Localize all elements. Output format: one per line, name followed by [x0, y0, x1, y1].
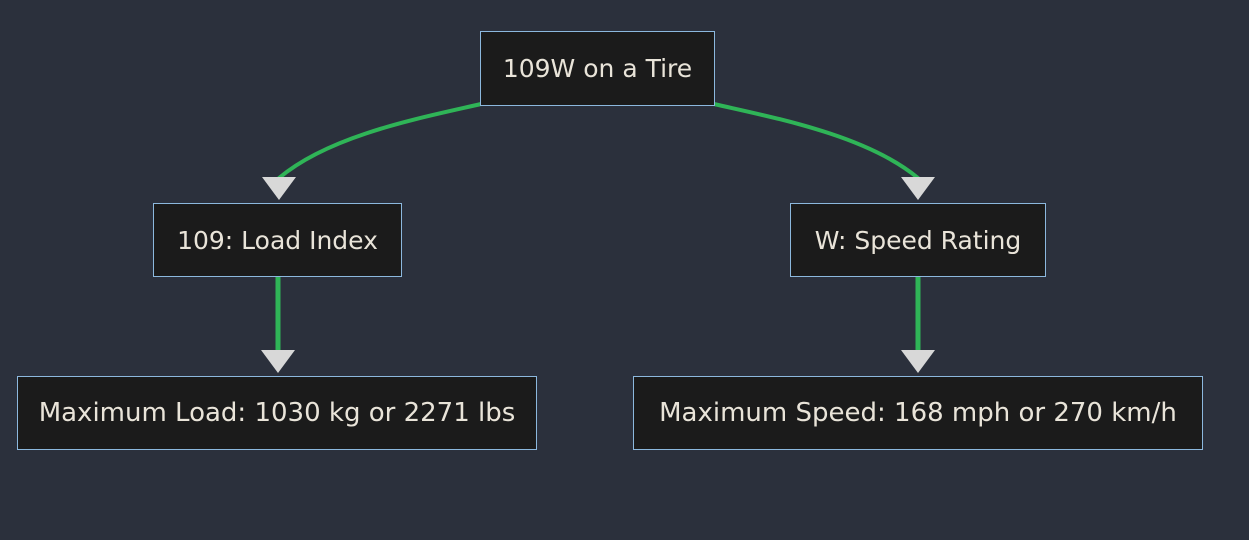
node-load-index[interactable]: 109: Load Index	[153, 203, 402, 277]
node-load-index-label: 109: Load Index	[177, 225, 378, 255]
node-root-label: 109W on a Tire	[502, 54, 693, 83]
arrowhead-max-speed	[901, 350, 935, 373]
edge-root-to-load-index	[277, 102, 483, 180]
node-max-speed[interactable]: Maximum Speed: 168 mph or 270 km/h	[633, 376, 1203, 450]
node-max-speed-label: Maximum Speed: 168 mph or 270 km/h	[659, 398, 1177, 428]
node-speed-rating-label: W: Speed Rating	[814, 225, 1022, 255]
node-speed-rating[interactable]: W: Speed Rating	[790, 203, 1046, 277]
arrowhead-max-load	[261, 350, 295, 373]
node-max-load[interactable]: Maximum Load: 1030 kg or 2271 lbs	[17, 376, 537, 450]
edge-root-to-speed-rating	[712, 102, 920, 180]
node-root[interactable]: 109W on a Tire	[480, 31, 715, 106]
arrowhead-load-index	[262, 177, 296, 200]
node-max-load-label: Maximum Load: 1030 kg or 2271 lbs	[38, 398, 516, 428]
arrowhead-speed-rating	[901, 177, 935, 200]
